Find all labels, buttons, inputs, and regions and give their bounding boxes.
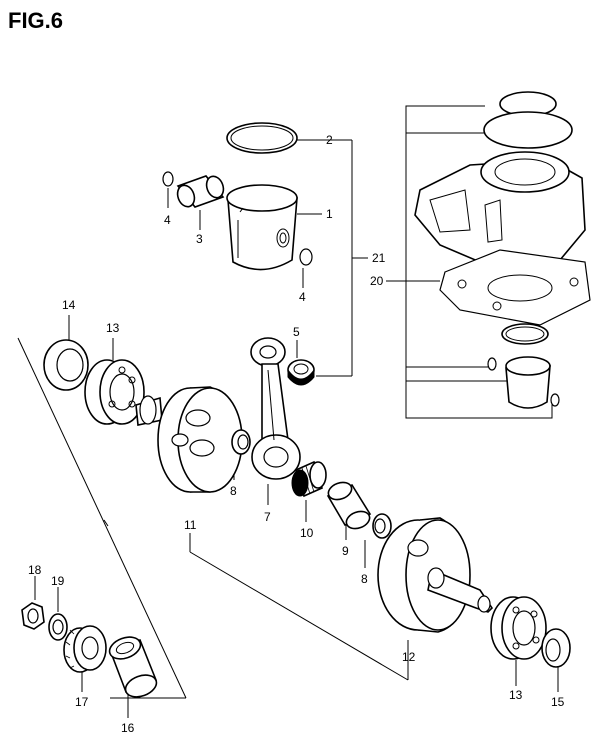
small-end-bearing: [287, 359, 315, 386]
cylinder-assembly: [414, 91, 591, 409]
connecting-rod: [250, 337, 301, 480]
callout-16: 16: [121, 721, 135, 735]
big-end-bearing: [291, 460, 327, 498]
oil-seal-right: [541, 628, 571, 668]
circlip-upper: [162, 171, 174, 187]
callout-20: 20: [370, 274, 384, 288]
bearing-left: [84, 359, 145, 425]
callout-2: 2: [326, 133, 333, 147]
callout-4-lower: 4: [299, 290, 306, 304]
callout-8-left: 8: [230, 484, 237, 498]
callout-labels: 1 2 3 4 4 5 7 8 8 9 10 11 12 13 13 14 15…: [28, 133, 565, 735]
washer-left: [231, 429, 251, 455]
callout-7: 7: [264, 510, 271, 524]
piston-ring: [226, 122, 298, 154]
callout-17: 17: [75, 695, 89, 709]
figure-title: FIG.6: [8, 8, 63, 33]
piston-pin: [176, 175, 225, 208]
callout-19: 19: [51, 574, 65, 588]
callout-1: 1: [326, 207, 333, 221]
callout-13-left: 13: [106, 321, 120, 335]
bearing-right: [490, 596, 547, 660]
callout-13-right: 13: [509, 688, 523, 702]
callout-21: 21: [372, 251, 386, 265]
callout-5: 5: [293, 325, 300, 339]
primary-gear: [63, 625, 107, 673]
callout-8-right: 8: [361, 572, 368, 586]
callout-9: 9: [342, 544, 349, 558]
callout-3: 3: [196, 232, 203, 246]
callout-18: 18: [28, 563, 42, 577]
crank-half-right: [377, 517, 494, 633]
crank-pin: [326, 481, 372, 530]
crank-half-left: [135, 386, 243, 493]
leader-lines: [17, 105, 559, 718]
circlip-lower: [299, 248, 313, 266]
piston: [226, 184, 298, 271]
callout-14: 14: [62, 298, 76, 312]
callout-4-upper: 4: [164, 213, 171, 227]
washer-right: [372, 513, 392, 539]
gear-washer: [48, 613, 68, 641]
spacer: [108, 636, 158, 698]
callout-15: 15: [551, 695, 565, 709]
nut: [21, 602, 45, 630]
oil-seal-left: [43, 339, 89, 391]
callout-10: 10: [300, 526, 314, 540]
callout-11: 11: [184, 518, 197, 532]
callout-12: 12: [402, 650, 416, 664]
